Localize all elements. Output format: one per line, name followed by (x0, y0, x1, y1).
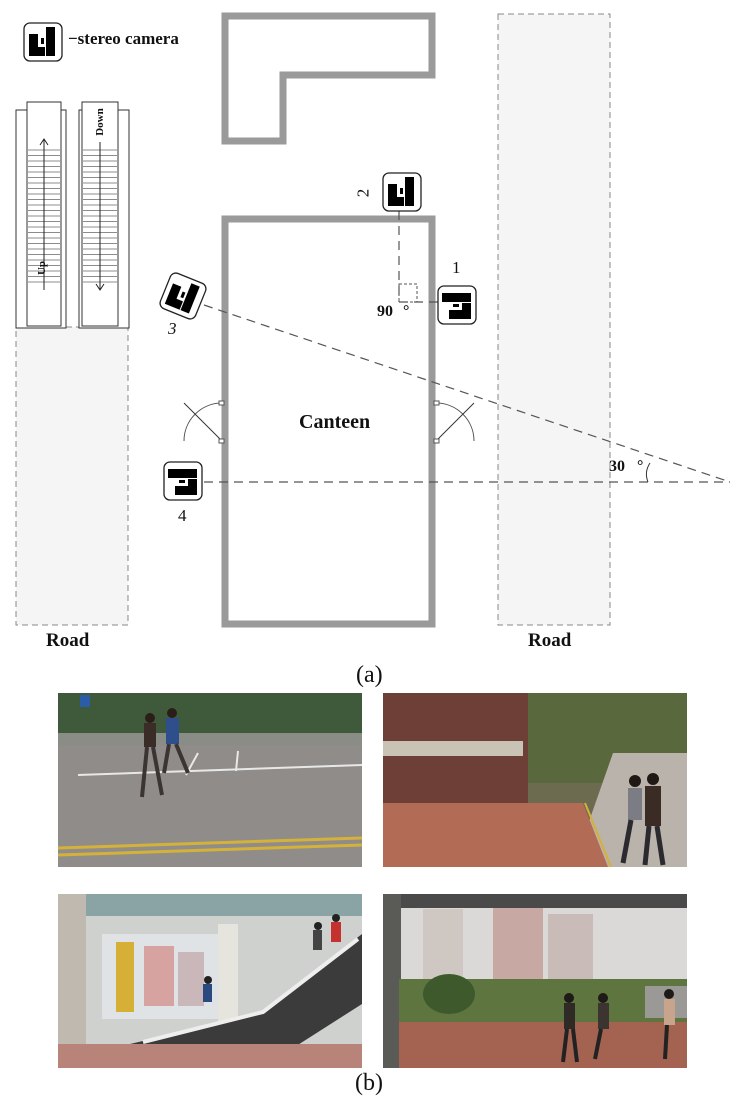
right-angle-marker (398, 283, 418, 303)
road-strip-left (15, 326, 129, 626)
angle-90-label: 90 ° (377, 303, 410, 320)
pedestrian-figure (620, 773, 666, 866)
stereo-camera-1-icon (437, 285, 477, 325)
canteen-label: Canteen (299, 411, 371, 433)
caption-a: (a) (356, 662, 383, 688)
photo-parking-lot (58, 693, 362, 867)
escalator-up-label: Up (36, 260, 49, 276)
escalator-down-label: Down (93, 108, 106, 136)
camera-1-label: 1 (452, 258, 461, 277)
road-left-label: Road (46, 630, 90, 651)
stereo-camera-2-icon (382, 172, 422, 212)
legend-label: −stereo camera (68, 29, 179, 48)
pedestrian-figure (561, 989, 675, 1063)
canteen-building (221, 215, 436, 628)
pedestrian-figure (203, 914, 341, 1002)
road-strip-right (497, 13, 611, 626)
pedestrian-figure (140, 708, 190, 798)
stereo-camera-3-icon (157, 270, 209, 322)
caption-b: (b) (355, 1070, 383, 1096)
stereo-camera-4-icon (163, 461, 203, 501)
photo-building-path (383, 693, 687, 867)
escalator-down (78, 101, 130, 329)
door-left (183, 400, 225, 444)
escalator-up (15, 101, 67, 329)
floor-plan-diagram (15, 12, 731, 628)
legend-stereo-camera-icon (23, 22, 63, 62)
camera-4-label: 4 (178, 506, 187, 525)
door-right (433, 400, 475, 444)
road-right-label: Road (528, 630, 572, 651)
camera-3-label: 3 (168, 319, 177, 338)
photo-escalators (58, 894, 362, 1068)
photo-garden-walkway (383, 894, 687, 1068)
l-shaped-building (221, 12, 436, 145)
angle-arc-30 (645, 462, 651, 483)
angle-30-label: 30 ° (609, 458, 644, 475)
camera-2-label: 2 (353, 188, 373, 198)
